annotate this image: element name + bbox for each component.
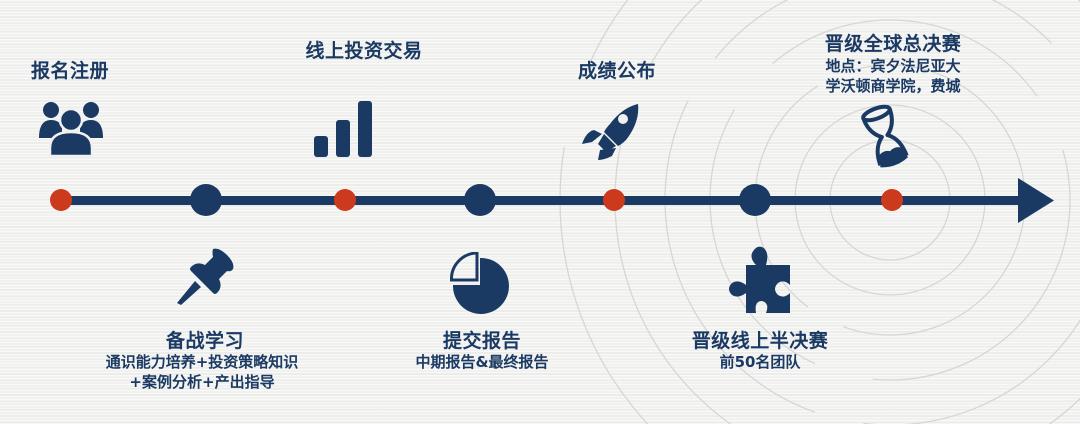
milestone-dot-global-final [881,189,903,211]
milestone-subtitle-preparation-line2: +案例分析+产出指导 [129,373,275,391]
milestone-title-global-final: 晋级全球总决赛 [824,33,962,55]
milestone-title-online-trading: 线上投资交易 [305,40,423,62]
milestone-title-preparation: 备战学习 [165,330,245,352]
puzzle-piece-icon [729,246,790,313]
milestone-dot-register [50,189,72,211]
milestone-title-results: 成绩公布 [577,60,657,82]
pushpin-icon [177,248,234,305]
pie-chart-icon [450,252,509,314]
hourglass-icon [861,104,909,168]
milestone-dot-semifinal [739,184,771,216]
milestone-dot-submit-report [464,184,496,216]
milestone-subtitle-semifinal: 前50名团队 [719,353,801,371]
people-group-icon [39,102,103,158]
milestone-subtitle-submit-report: 中期报告&最终报告 [415,353,549,371]
milestone-title-register: 报名注册 [30,60,110,82]
bar-chart-icon [314,101,372,157]
rocket-icon [582,104,639,160]
arrow-head-icon [1018,178,1054,223]
milestone-dot-results [603,189,625,211]
milestone-subtitle-preparation-line1: 通识能力培养+投资策略知识 [105,353,299,371]
milestone-dot-online-trading [334,189,356,211]
milestone-title-semifinal: 晋级线上半决赛 [691,330,829,352]
milestone-title-submit-report: 提交报告 [442,330,522,352]
milestone-dot-preparation [190,184,222,216]
milestone-subtitle-global-final-line1: 地点：宾夕法尼亚大 [825,57,961,75]
milestone-subtitle-global-final-line2: 学沃顿商学院，费城 [825,77,961,95]
